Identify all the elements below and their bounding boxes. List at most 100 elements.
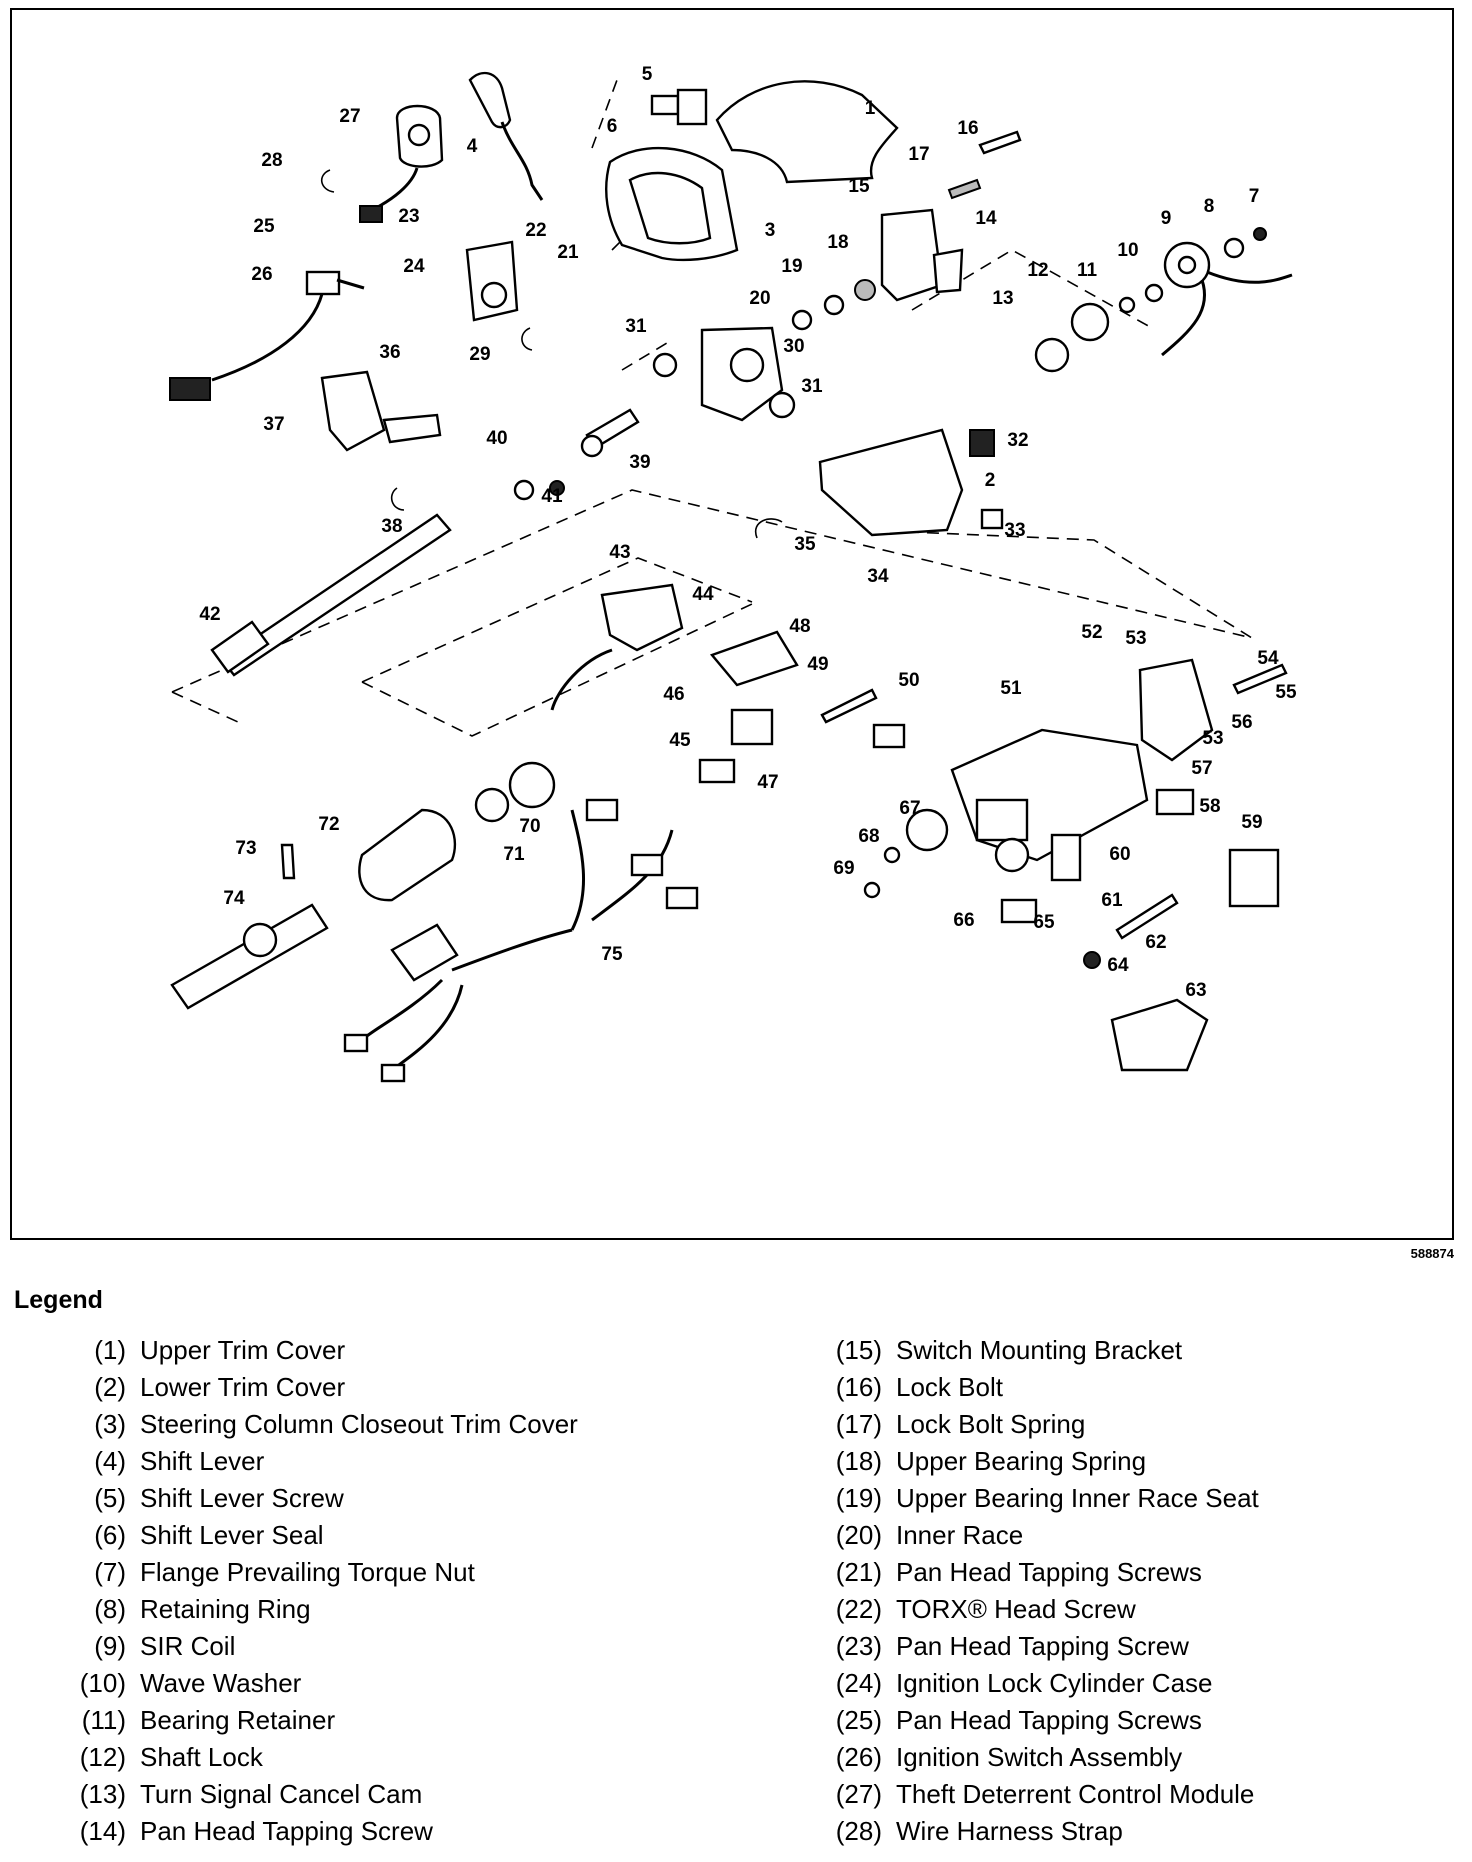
callout-35: 35 bbox=[794, 534, 816, 555]
part-shift-lever-screw bbox=[650, 94, 680, 116]
legend-item: (1)Upper Trim Cover bbox=[60, 1332, 578, 1369]
legend-item-number: (9) bbox=[94, 1631, 126, 1661]
callout-67: 67 bbox=[899, 798, 920, 819]
legend-item-number: (20) bbox=[835, 1520, 882, 1550]
legend-item-number: (8) bbox=[94, 1594, 126, 1624]
legend-item: (6)Shift Lever Seal bbox=[60, 1517, 578, 1554]
callout-44: 44 bbox=[692, 584, 714, 605]
callout-37: 37 bbox=[263, 414, 284, 435]
legend-item-name: Ignition Lock Cylinder Case bbox=[896, 1668, 1213, 1698]
legend-item: (22)TORX® Head Screw bbox=[816, 1591, 1259, 1628]
callout-36: 36 bbox=[379, 342, 400, 363]
legend-item: (5)Shift Lever Screw bbox=[60, 1480, 578, 1517]
legend-item: (20) Inner Race bbox=[816, 1517, 1259, 1554]
legend-item-number: (10) bbox=[79, 1668, 126, 1698]
callout-41: 41 bbox=[541, 486, 563, 507]
callout-32: 32 bbox=[1007, 430, 1028, 451]
legend-item-number: (2) bbox=[94, 1372, 126, 1402]
legend-item-name: Bearing Retainer bbox=[140, 1705, 336, 1735]
legend-item-name: Ignition Switch Assembly bbox=[896, 1742, 1183, 1772]
callout-50: 50 bbox=[898, 670, 919, 691]
callout-58: 58 bbox=[1199, 796, 1220, 817]
legend-item: (24)Ignition Lock Cylinder Case bbox=[816, 1665, 1259, 1702]
part-60 bbox=[1228, 848, 1280, 908]
callout-29: 29 bbox=[469, 344, 490, 365]
legend-item-name: Shift Lever Screw bbox=[140, 1483, 344, 1513]
figure-id: 588874 bbox=[1410, 1246, 1454, 1261]
legend-item: (7)Flange Prevailing Torque Nut bbox=[60, 1554, 578, 1591]
legend-item: (12)Shaft Lock bbox=[60, 1739, 578, 1776]
legend-item-name: TORX® Head Screw bbox=[896, 1594, 1136, 1624]
legend-item: (18) Upper Bearing Spring bbox=[816, 1443, 1259, 1480]
callout-60: 60 bbox=[1109, 844, 1130, 865]
legend-item-name: SIR Coil bbox=[140, 1631, 236, 1661]
callout-70: 70 bbox=[519, 816, 540, 837]
exploded-view-drawing: 1234567891011121314151617181920212223242… bbox=[169, 64, 1297, 1083]
callout-30: 30 bbox=[783, 336, 804, 357]
callout-labels: 1234567891011121314151617181920212223242… bbox=[199, 64, 1297, 1001]
legend-item: (4)Shift Lever bbox=[60, 1443, 578, 1480]
callout-13: 13 bbox=[992, 288, 1013, 309]
legend-item: (16)Lock Bolt bbox=[816, 1369, 1259, 1406]
callout-23: 23 bbox=[398, 206, 419, 227]
callout-55: 55 bbox=[1275, 682, 1297, 703]
callout-45: 45 bbox=[669, 730, 691, 751]
legend-item-name: Upper Bearing Spring bbox=[896, 1446, 1147, 1476]
callout-73: 73 bbox=[235, 838, 256, 859]
legend-item-number: (19) bbox=[835, 1483, 882, 1513]
callout-21: 21 bbox=[557, 242, 579, 263]
legend-item-name: Flange Prevailing Torque Nut bbox=[140, 1557, 475, 1587]
legend-item: (2) Lower Trim Cover bbox=[60, 1369, 578, 1406]
callout-7: 7 bbox=[1249, 186, 1260, 207]
legend-item-number: (17) bbox=[835, 1409, 882, 1439]
legend-item-name: Lock Bolt Spring bbox=[896, 1409, 1086, 1439]
legend-item: (3)Steering Column Closeout Trim Cover bbox=[60, 1406, 578, 1443]
callout-64: 64 bbox=[1107, 955, 1129, 976]
callout-54: 54 bbox=[1257, 648, 1279, 669]
legend-item-name: Lower Trim Cover bbox=[140, 1372, 346, 1402]
callout-31: 31 bbox=[801, 376, 823, 397]
part-wire-harness bbox=[390, 923, 459, 982]
callout-40: 40 bbox=[486, 428, 507, 449]
callout-65: 65 bbox=[1033, 912, 1055, 933]
callout-53: 53 bbox=[1125, 628, 1146, 649]
callout-14: 14 bbox=[975, 208, 997, 229]
callout-49: 49 bbox=[807, 654, 828, 675]
part-75 bbox=[170, 903, 329, 1010]
part-64 bbox=[1110, 998, 1209, 1072]
callout-38: 38 bbox=[381, 516, 402, 537]
callout-63: 63 bbox=[1185, 980, 1206, 1001]
callout-51: 51 bbox=[1000, 678, 1022, 699]
legend-item: (21)Pan Head Tapping Screws bbox=[816, 1554, 1259, 1591]
callout-15: 15 bbox=[848, 176, 870, 197]
legend-item-number: (23) bbox=[835, 1631, 882, 1661]
callout-43: 43 bbox=[609, 542, 630, 563]
legend-item-number: (3) bbox=[94, 1409, 126, 1439]
callout-25: 25 bbox=[253, 216, 275, 237]
parts-artwork bbox=[169, 71, 1293, 1083]
legend-item: (11)Bearing Retainer bbox=[60, 1702, 578, 1739]
callout-75: 75 bbox=[601, 944, 623, 965]
legend-item-name: Theft Deterrent Control Module bbox=[896, 1779, 1255, 1809]
callout-53: 53 bbox=[1202, 728, 1223, 749]
legend-title: Legend bbox=[14, 1286, 103, 1314]
legend-item: (26)Ignition Switch Assembly bbox=[816, 1739, 1259, 1776]
callout-66: 66 bbox=[953, 910, 974, 931]
part-lock-cylinder-case bbox=[465, 240, 519, 322]
legend-item-name: Shift Lever bbox=[140, 1446, 265, 1476]
part-73 bbox=[358, 808, 457, 902]
callout-19: 19 bbox=[781, 256, 802, 277]
callout-72: 72 bbox=[318, 814, 339, 835]
legend-item-name: Retaining Ring bbox=[140, 1594, 311, 1624]
legend-item-name: Inner Race bbox=[896, 1520, 1024, 1550]
legend-item: (23) Pan Head Tapping Screw bbox=[816, 1628, 1259, 1665]
legend-item: (14)Pan Head Tapping Screw bbox=[60, 1813, 578, 1850]
callout-74: 74 bbox=[223, 888, 245, 909]
legend-item-name: Pan Head Tapping Screw bbox=[140, 1816, 433, 1846]
legend-item-number: (18) bbox=[835, 1446, 882, 1476]
callout-39: 39 bbox=[629, 452, 650, 473]
callout-4: 4 bbox=[467, 136, 478, 157]
legend-item-name: Pan Head Tapping Screw bbox=[896, 1631, 1189, 1661]
callout-8: 8 bbox=[1204, 196, 1215, 217]
